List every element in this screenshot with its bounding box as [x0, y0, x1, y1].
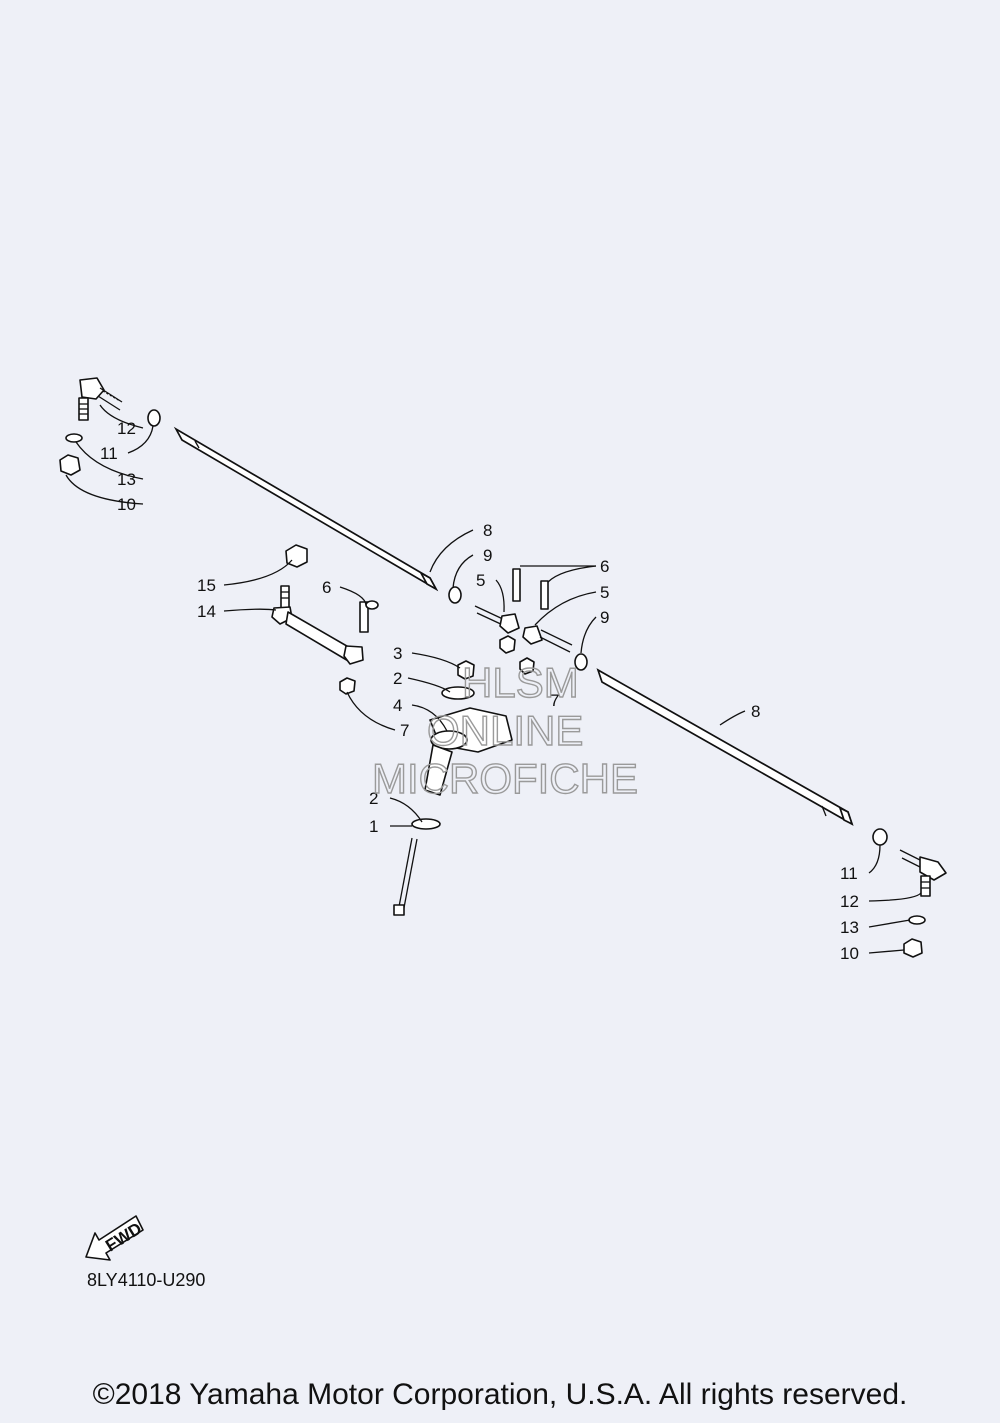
callout-15: 15: [197, 576, 216, 595]
callout-9-left: 9: [483, 546, 492, 565]
watermark-line-2: ONLINE: [427, 707, 583, 754]
steering-column: [393, 660, 513, 916]
callout-4: 4: [393, 696, 402, 715]
callout-13-left: 13: [117, 470, 136, 489]
callout-8-left: 8: [483, 521, 492, 540]
callout-14: 14: [197, 602, 216, 621]
callout-7-left: 7: [400, 721, 409, 740]
callout-10-right: 10: [840, 944, 859, 963]
callout-7-center: 7: [550, 691, 559, 710]
callout-11-right: 11: [840, 864, 858, 883]
center-linkage: [448, 568, 588, 675]
callout-13-right: 13: [840, 918, 859, 937]
callout-2-upper: 2: [393, 669, 402, 688]
leader-lines: [65, 404, 922, 954]
callout-labels: 12 11 13 10 8 9 5 6 5 9 7 8 15 14 6 3 2 …: [100, 419, 859, 963]
callout-5-left: 5: [476, 571, 485, 590]
callout-12-right: 12: [840, 892, 859, 911]
tie-rod-right: [596, 668, 854, 826]
callout-2-lower: 2: [369, 789, 378, 808]
callout-1: 1: [369, 817, 378, 836]
tie-rod-left: [173, 426, 439, 592]
tie-rod-end-left: [59, 377, 161, 476]
callout-6-right: 6: [600, 557, 609, 576]
fwd-arrow-icon: FWD: [85, 1215, 145, 1261]
diagram-code: 8LY4110-U290: [87, 1270, 206, 1290]
callout-10-left: 10: [117, 495, 136, 514]
copyright-notice: ©2018 Yamaha Motor Corporation, U.S.A. A…: [92, 1378, 908, 1411]
watermark: HLSM ONLINE MICROFICHE: [371, 658, 638, 802]
watermark-line-1: HLSM: [462, 659, 579, 706]
relay-arm: [271, 544, 379, 695]
callout-3: 3: [393, 644, 402, 663]
watermark-line-3: MICROFICHE: [372, 755, 638, 802]
callout-8-right: 8: [751, 702, 760, 721]
callout-9-right: 9: [600, 608, 609, 627]
callout-5-right: 5: [600, 583, 609, 602]
callout-6-left: 6: [322, 578, 331, 597]
callout-11-left: 11: [100, 444, 118, 463]
callout-12-left: 12: [117, 419, 136, 438]
tie-rod-end-right: [872, 828, 947, 958]
